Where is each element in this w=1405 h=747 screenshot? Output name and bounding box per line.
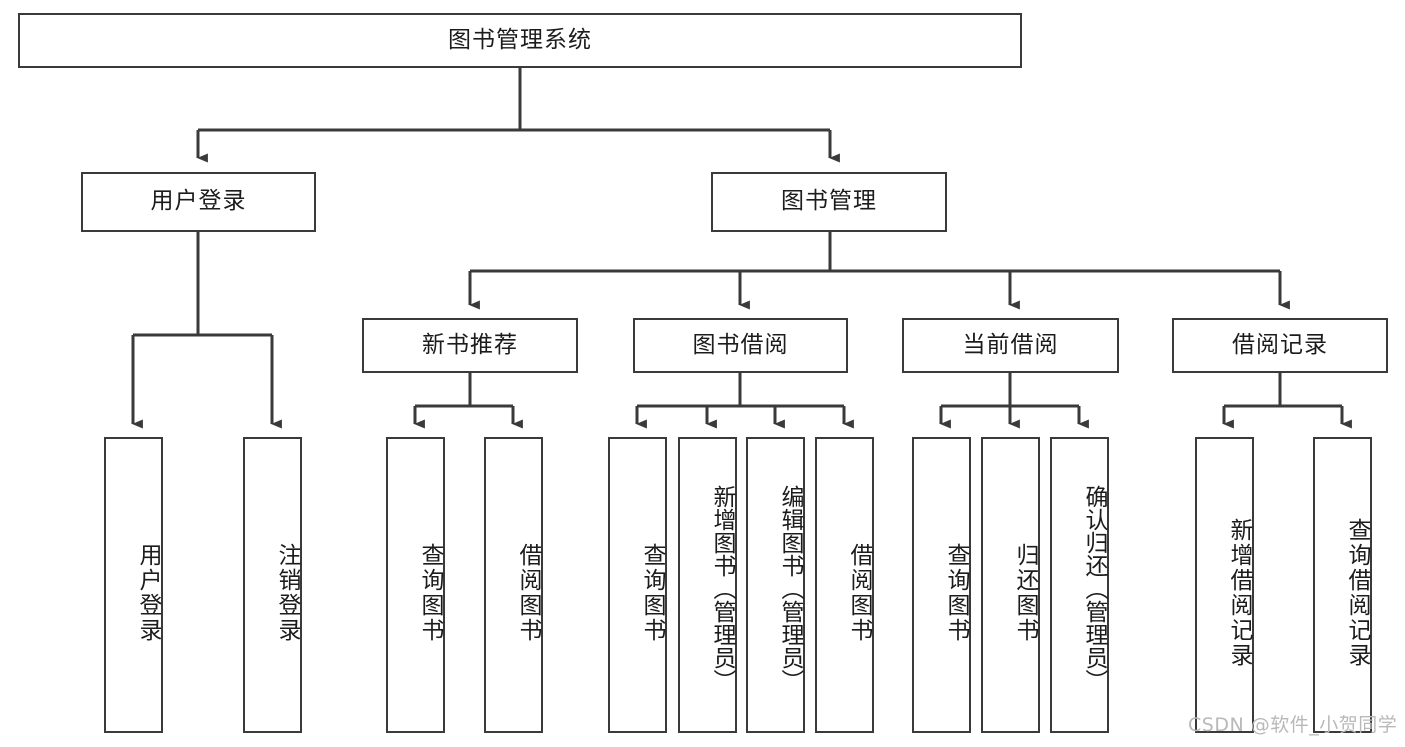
node-book-management-label: 图书管理 bbox=[781, 188, 877, 215]
node-current-borrow-label: 当前借阅 bbox=[962, 331, 1059, 358]
leaf-book-borrow-edit[interactable]: 编辑图书（管理员） bbox=[746, 437, 805, 733]
leaf-book-borrow-query[interactable]: 查询图书 bbox=[608, 437, 667, 733]
node-book-management[interactable]: 图书管理 bbox=[711, 172, 947, 232]
leaf-new-book-query-label: 查询图书 bbox=[417, 543, 443, 643]
leaf-user-login-logout-label: 注销登录 bbox=[274, 543, 300, 643]
leaf-new-book-borrow-label: 借阅图书 bbox=[515, 543, 541, 643]
leaf-user-login-login[interactable]: 用户登录 bbox=[104, 437, 163, 733]
leaf-current-borrow-confirm[interactable]: 确认归还（管理员） bbox=[1050, 437, 1109, 733]
node-user-login-label: 用户登录 bbox=[150, 188, 247, 215]
node-new-book-recommend[interactable]: 新书推荐 bbox=[362, 318, 578, 373]
leaf-book-borrow-borrow[interactable]: 借阅图书 bbox=[815, 437, 874, 733]
leaf-borrow-record-query[interactable]: 查询借阅记录 bbox=[1313, 437, 1372, 733]
node-borrow-record-label: 借阅记录 bbox=[1232, 331, 1328, 358]
node-root-system-label: 图书管理系统 bbox=[448, 26, 592, 53]
leaf-user-login-logout[interactable]: 注销登录 bbox=[243, 437, 302, 733]
leaf-book-borrow-edit-label: 编辑图书（管理员） bbox=[777, 484, 803, 692]
leaf-current-borrow-query-label: 查询图书 bbox=[943, 543, 969, 643]
node-current-borrow[interactable]: 当前借阅 bbox=[902, 318, 1119, 373]
leaf-book-borrow-add-label: 新增图书（管理员） bbox=[709, 484, 735, 692]
leaf-current-borrow-query[interactable]: 查询图书 bbox=[912, 437, 971, 733]
node-user-login[interactable]: 用户登录 bbox=[81, 172, 316, 232]
leaf-current-borrow-return[interactable]: 归还图书 bbox=[981, 437, 1040, 733]
leaf-borrow-record-add-label: 新增借阅记录 bbox=[1226, 518, 1252, 668]
leaf-book-borrow-query-label: 查询图书 bbox=[639, 543, 665, 643]
leaf-new-book-borrow[interactable]: 借阅图书 bbox=[484, 437, 543, 733]
leaf-current-borrow-return-label: 归还图书 bbox=[1012, 543, 1038, 643]
watermark-csdn: CSDN @软件_小贺同学 bbox=[1188, 714, 1398, 736]
node-book-borrow[interactable]: 图书借阅 bbox=[633, 318, 848, 373]
leaf-book-borrow-borrow-label: 借阅图书 bbox=[846, 543, 872, 643]
node-root-system[interactable]: 图书管理系统 bbox=[18, 13, 1022, 68]
leaf-current-borrow-confirm-label: 确认归还（管理员） bbox=[1081, 484, 1107, 692]
leaf-user-login-login-label: 用户登录 bbox=[135, 543, 161, 643]
leaf-borrow-record-query-label: 查询借阅记录 bbox=[1344, 518, 1370, 668]
leaf-book-borrow-add[interactable]: 新增图书（管理员） bbox=[678, 437, 737, 733]
leaf-borrow-record-add[interactable]: 新增借阅记录 bbox=[1195, 437, 1254, 733]
leaf-new-book-query[interactable]: 查询图书 bbox=[386, 437, 445, 733]
node-book-borrow-label: 图书借阅 bbox=[692, 331, 789, 358]
node-borrow-record[interactable]: 借阅记录 bbox=[1172, 318, 1388, 373]
node-new-book-recommend-label: 新书推荐 bbox=[422, 331, 518, 358]
